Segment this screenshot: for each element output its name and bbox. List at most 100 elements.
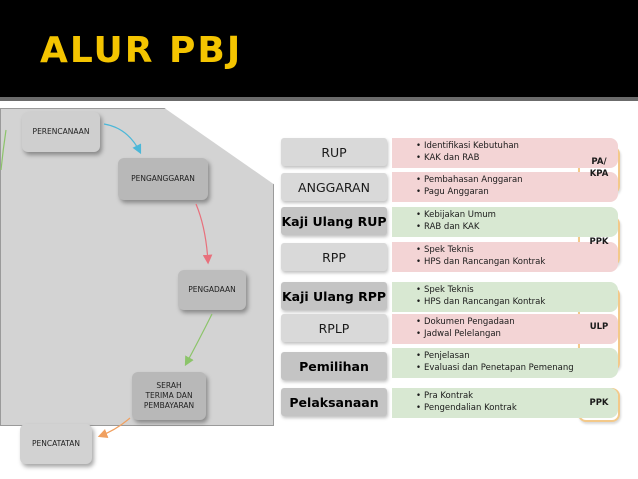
group-label-kpa: KPA [589,169,609,179]
stage-detail-bullet: •Penjelasan [416,351,470,362]
stage-detail-bullet: •Spek Teknis [416,245,474,256]
stage-detail-bullet: •Pagu Anggaran [416,187,489,198]
bullet-marker: • [416,403,422,413]
bullet-text: Spek Teknis [424,245,474,255]
bullet-text: Dokumen Pengadaan [424,317,515,327]
stage-label: ANGGARAN [298,179,370,195]
group-label-ppk-1: PPK [589,237,609,247]
stage-detail-bullet: •Pembahasan Anggaran [416,175,523,186]
title-stripe [0,97,638,101]
flow-label-pencatatan: PENCATATAN [32,439,80,448]
bullet-marker: • [416,363,422,373]
stage-box: RPLP [281,314,387,342]
stage-detail-bullet: •Spek Teknis [416,285,474,296]
bullet-text: Jadwal Pelelangan [424,329,501,339]
bullet-marker: • [416,317,422,327]
arrow-serah-pencatatan [97,417,131,438]
bullet-text: RAB dan KAK [424,222,480,232]
stage-detail-bullet: •Pengendalian Kontrak [416,403,517,414]
arrow-pengadaan-serah [184,313,213,367]
flow-box-pencatatan: PENCATATAN [20,424,92,464]
bullet-marker: • [416,141,422,151]
stage-box: RUP [281,138,387,166]
stage-box: Pemilihan [281,352,387,380]
stage-label: Kaji Ulang RUP [281,213,387,229]
group-label-pa: PA/ [591,157,607,167]
arrow-penganggaran-pengadaan [195,203,213,265]
stage-label: RPP [322,249,346,265]
bullet-text: Spek Teknis [424,285,474,295]
flow-box-serah-terima: SERAH TERIMA DAN PEMBAYARAN [132,372,206,420]
bullet-marker: • [416,351,422,361]
stage-label: Pemilihan [299,358,369,374]
bullet-text: HPS dan Rancangan Kontrak [424,297,546,307]
bullet-text: Evaluasi dan Penetapan Pemenang [424,363,574,373]
bullet-marker: • [416,285,422,295]
stage-label: RPLP [318,320,350,336]
stage-box: ANGGARAN [281,173,387,201]
stage-box: RPP [281,243,387,271]
stage-detail-bullet: •Kebijakan Umum [416,210,496,221]
stage-detail-bullet: •Identifikasi Kebutuhan [416,141,519,152]
arrow-left-edge [0,129,7,171]
stage-detail-bullet: •Jadwal Pelelangan [416,329,501,340]
bullet-text: KAK dan RAB [424,153,480,163]
stage-box: Kaji Ulang RUP [281,207,387,235]
stage-box: Kaji Ulang RPP [281,282,387,310]
stage-detail-band: •Spek Teknis•HPS dan Rancangan Kontrak [392,242,618,272]
stage-detail-band: •Spek Teknis•HPS dan Rancangan Kontrak [392,282,618,312]
bullet-text: Pembahasan Anggaran [424,175,523,185]
stage-detail-bullet: •Pra Kontrak [416,391,473,402]
stage-label: RUP [321,144,347,160]
arrow-perencanaan-penganggaran [103,123,142,155]
slide-title: ALUR PBJ [40,30,243,71]
flow-box-pengadaan: PENGADAAN [178,270,246,310]
bullet-text: Pengendalian Kontrak [424,403,517,413]
bullet-text: HPS dan Rancangan Kontrak [424,257,546,267]
stage-detail-bullet: •HPS dan Rancangan Kontrak [416,257,545,268]
bullet-marker: • [416,175,422,185]
bullet-text: Pagu Anggaran [424,187,489,197]
bullet-text: Penjelasan [424,351,470,361]
bullet-marker: • [416,329,422,339]
stage-detail-band: •Penjelasan•Evaluasi dan Penetapan Pemen… [392,348,618,378]
bullet-marker: • [416,245,422,255]
stage-box: Pelaksanaan [281,388,387,416]
flow-label-serah-2: TERIMA DAN [145,391,193,400]
flow-label-perencanaan: PERENCANAAN [32,127,90,136]
flow-label-penganggaran: PENGANGGARAN [131,174,195,183]
stage-detail-bullet: •HPS dan Rancangan Kontrak [416,297,545,308]
flow-label-pengadaan: PENGADAAN [188,285,236,294]
stage-label: Pelaksanaan [289,394,379,410]
stage-detail-band: •Pembahasan Anggaran•Pagu Anggaran [392,172,618,202]
bullet-marker: • [416,297,422,307]
flow-label-serah-1: SERAH [156,381,182,390]
bullet-marker: • [416,187,422,197]
bullet-marker: • [416,391,422,401]
group-label-ppk-2: PPK [589,398,609,408]
stage-detail-band: •Kebijakan Umum•RAB dan KAK [392,207,618,237]
flow-box-perencanaan: PERENCANAAN [22,112,100,152]
bullet-text: Kebijakan Umum [424,210,496,220]
stage-detail-bullet: •Dokumen Pengadaan [416,317,515,328]
stage-detail-bullet: •KAK dan RAB [416,153,479,164]
bullet-text: Pra Kontrak [424,391,474,401]
stage-detail-band: •Pra Kontrak•Pengendalian Kontrak [392,388,618,418]
stage-label: Kaji Ulang RPP [281,288,387,304]
bullet-marker: • [416,222,422,232]
flow-box-penganggaran: PENGANGGARAN [118,158,208,200]
group-label-ulp: ULP [589,322,609,332]
bullet-marker: • [416,257,422,267]
stage-detail-band: •Dokumen Pengadaan•Jadwal Pelelangan [392,314,618,344]
group-label-pa-kpa: PA/ KPA [578,156,620,180]
stage-detail-bullet: •RAB dan KAK [416,222,479,233]
title-band: ALUR PBJ [0,0,638,101]
flow-label-serah-3: PEMBAYARAN [143,401,195,410]
bullet-marker: • [416,153,422,163]
bullet-text: Identifikasi Kebutuhan [424,141,519,151]
stage-detail-bullet: •Evaluasi dan Penetapan Pemenang [416,363,574,374]
stage-detail-band: •Identifikasi Kebutuhan•KAK dan RAB [392,138,618,168]
bullet-marker: • [416,210,422,220]
